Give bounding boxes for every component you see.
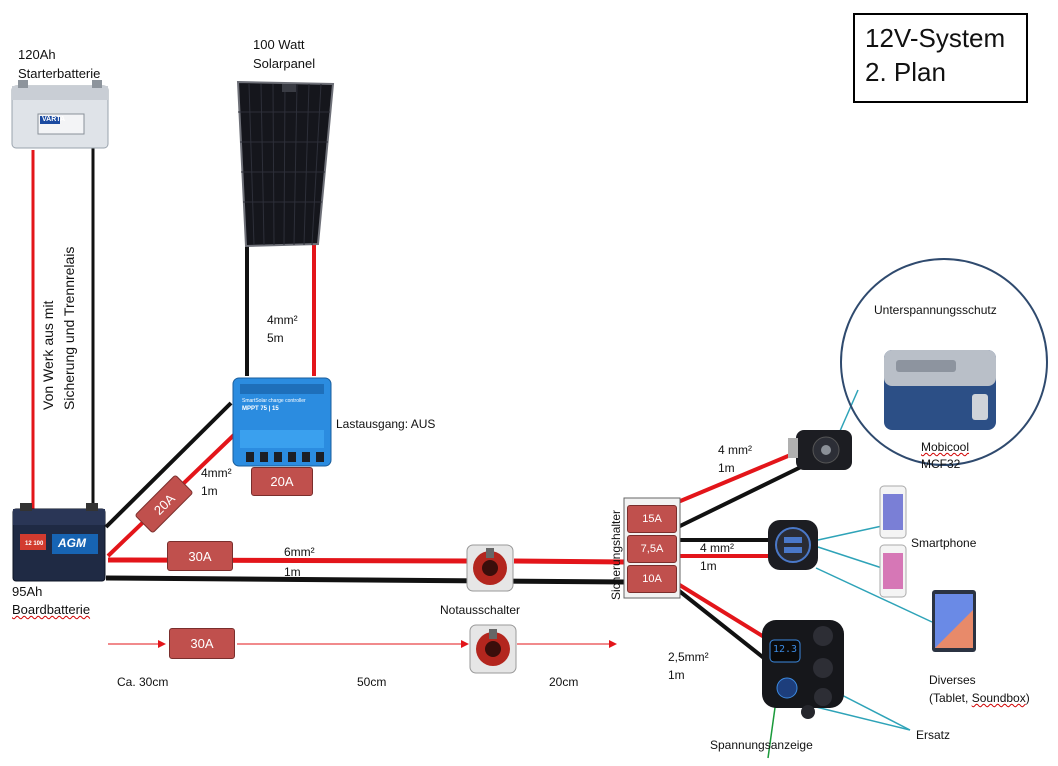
leader-smartphone-2 xyxy=(817,546,883,569)
main-cable-size: 6mm² xyxy=(284,545,315,559)
title-box: 12V-System 2. Plan xyxy=(853,13,1028,103)
starter-battery-brand: VARTA xyxy=(42,116,66,123)
controller-cable-size: 4mm² xyxy=(201,466,232,480)
solar-cable-length: 5m xyxy=(267,331,284,345)
fridge-circle xyxy=(840,258,1048,466)
leader-smartphone-1 xyxy=(817,525,883,541)
board-battery-label: Boardbatterie xyxy=(12,602,91,617)
board-battery-image xyxy=(12,503,106,582)
diverses-prefix: (Tablet, xyxy=(929,691,972,705)
board-battery-capacity: 95Ah xyxy=(12,584,43,599)
fridge-model: MCF32 xyxy=(921,457,961,471)
usb-socket-image xyxy=(768,520,818,570)
fuse-10a: 10A xyxy=(627,565,677,593)
fridge-cable-size: 4 mm² xyxy=(718,443,752,457)
distance-segment-1: Ca. 30cm xyxy=(117,675,169,689)
tablet-image xyxy=(932,590,976,652)
usb-cable-size: 4 mm² xyxy=(700,541,734,555)
main-cable-length: 1m xyxy=(284,565,301,579)
fuse-7-5a: 7,5A xyxy=(627,535,677,563)
distance-fuse: 30A xyxy=(169,628,235,659)
fridge-positive-wire xyxy=(677,449,801,504)
fridge-cable-length: 1m xyxy=(718,461,735,475)
solar-cable-size: 4mm² xyxy=(267,313,298,327)
smartphone-image-1 xyxy=(879,485,907,539)
controller-brand-text: SmartSolar charge controller xyxy=(242,398,306,404)
fuse-holder-label: Sicherungshalter xyxy=(609,509,623,600)
title-line-2: 2. Plan xyxy=(865,57,946,87)
controller-model: MPPT 75 | 15 xyxy=(242,406,279,412)
smartphone-image-2 xyxy=(879,544,907,598)
solar-panel-image xyxy=(236,80,335,248)
fridge-negative-wire xyxy=(677,463,806,529)
fridge-name: Mobicool xyxy=(921,440,970,454)
charge-controller-image xyxy=(232,377,332,467)
title-line-1: 12V-System xyxy=(865,23,1006,53)
fridge-image xyxy=(884,350,996,430)
diverses-label: Diverses xyxy=(929,673,976,687)
diverses-devices: (Tablet, Soundbox) xyxy=(929,691,1030,706)
emergency-switch-image xyxy=(466,544,514,592)
spare-label: Ersatz xyxy=(916,728,951,742)
distance-segment-3: 20cm xyxy=(549,675,579,689)
starter-battery-image xyxy=(11,80,109,149)
board-battery-badge: AGM xyxy=(58,536,86,550)
main-fuse: 30A xyxy=(167,541,233,571)
undervoltage-protection-label: Unterspannungsschutz xyxy=(874,303,997,317)
controller-fuse: 20A xyxy=(251,467,313,496)
usb-cable-length: 1m xyxy=(700,559,717,573)
diverses-suffix: ) xyxy=(1025,691,1030,705)
factory-note-line-1: Von Werk aus mit xyxy=(40,300,56,410)
load-output-label: Lastausgang: AUS xyxy=(336,417,436,431)
switch-panel-image xyxy=(762,620,844,719)
leader-ersatz-2 xyxy=(811,705,911,731)
solar-panel-label: Solarpanel xyxy=(253,56,316,71)
main-positive-wire-2 xyxy=(513,558,627,565)
starter-battery-label: Starterbatterie xyxy=(18,66,101,81)
main-negative-wire xyxy=(105,575,627,585)
fuse-15a: 15A xyxy=(627,505,677,533)
panel-cable-size: 2,5mm² xyxy=(668,650,709,664)
controller-cable-length: 1m xyxy=(201,484,218,498)
emergency-switch-label: Notausschalter xyxy=(440,603,521,617)
distance-segment-2: 50cm xyxy=(357,675,387,689)
main-positive-wire-1 xyxy=(107,557,469,564)
starter-battery-capacity: 120Ah xyxy=(18,47,56,62)
factory-note-line-2: Sicherung und Trennrelais xyxy=(61,246,77,410)
controller-negative-wire xyxy=(104,401,233,529)
voltage-display-label: Spannungsanzeige xyxy=(710,738,813,752)
board-battery-small-text: 12 100 xyxy=(25,541,44,547)
panel-negative-wire xyxy=(676,588,776,668)
emergency-switch-image-2 xyxy=(469,624,517,674)
leader-diverses xyxy=(815,567,933,623)
panel-cable-length: 1m xyxy=(668,668,685,682)
fridge-socket-image xyxy=(788,430,852,470)
diverses-soundbox: Soundbox xyxy=(971,691,1026,705)
smartphone-label: Smartphone xyxy=(911,536,977,550)
leader-ersatz-1 xyxy=(831,689,911,731)
solar-panel-power: 100 Watt xyxy=(253,37,305,52)
voltage-reading: 12.3 xyxy=(773,644,798,655)
